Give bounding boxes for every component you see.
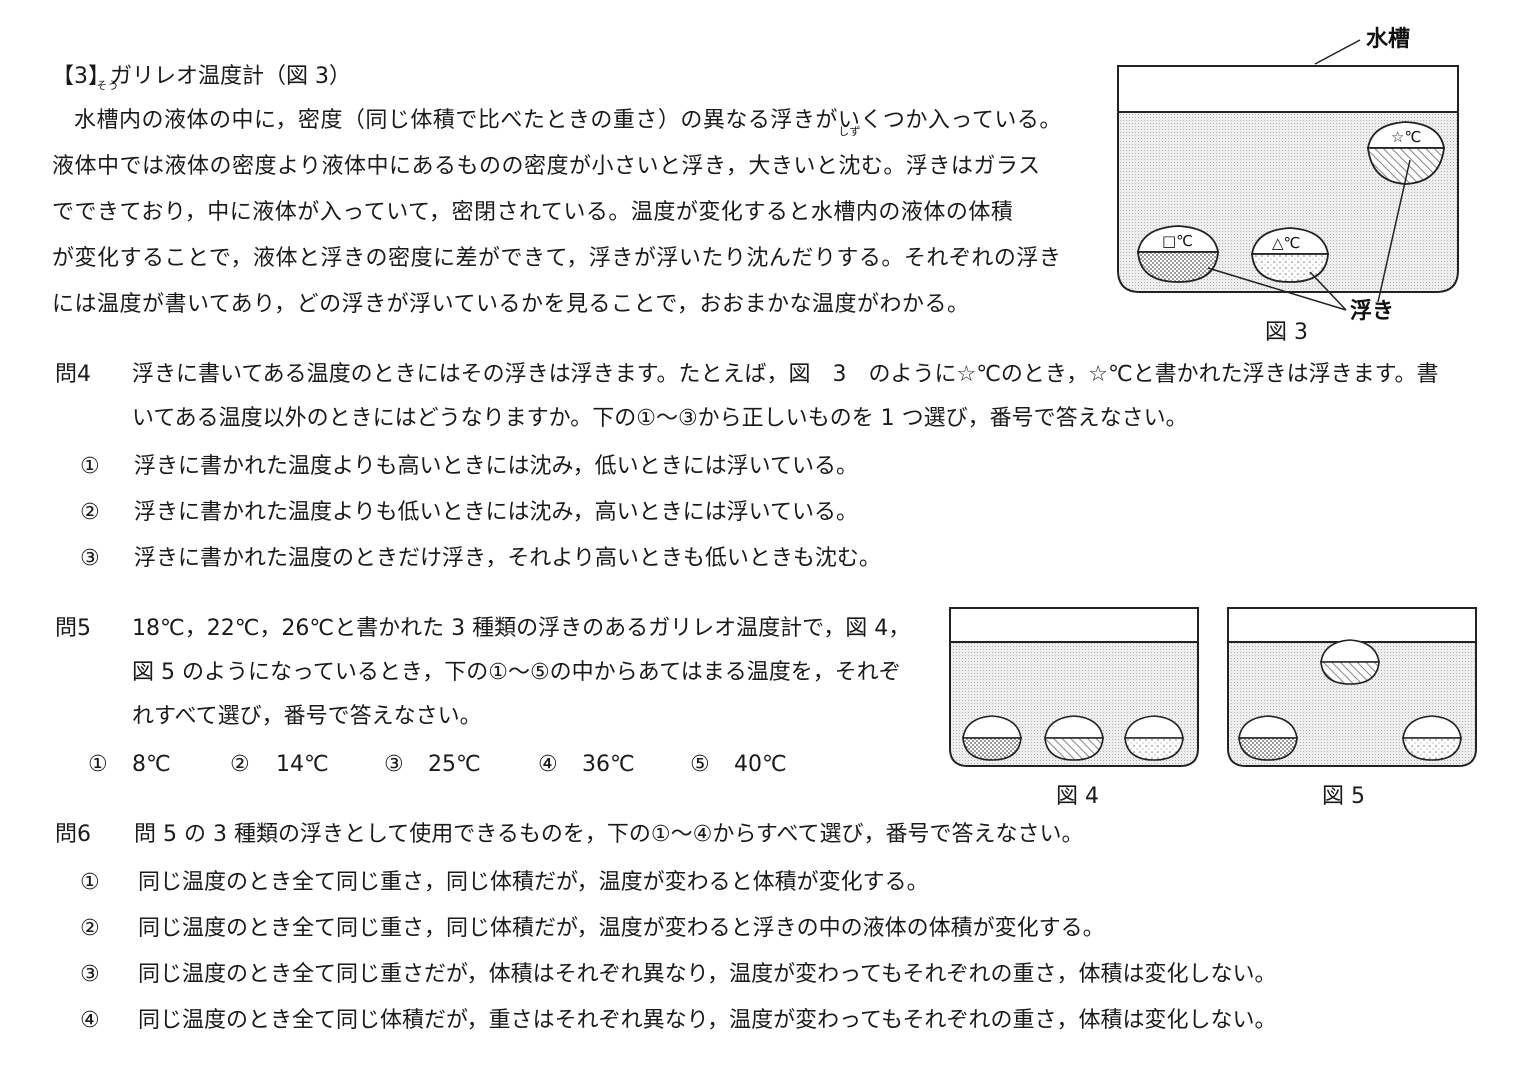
figure-5-label: 図 5 bbox=[1322, 784, 1365, 809]
intro-line-2: 液体中では液体の密度より液体中にあるものの密度が小さいと浮き，大きいとしず沈む。… bbox=[52, 125, 1112, 190]
intro-line-1: 水そう槽内の液体の中に，密度（同じ体積で比べたときの重さ）の異なる浮きがいくつか… bbox=[52, 79, 1112, 144]
q4-line-1: 浮きに書いてある温度のときにはその浮きは浮きます。たとえば，図 3 のように☆℃… bbox=[132, 362, 1439, 387]
q5-line-3: れすべて選び，番号で答えなさい。 bbox=[132, 704, 482, 729]
q4-option-3-text: 浮きに書かれた温度のときだけ浮き，それより高いときも低いときも沈む。 bbox=[134, 546, 881, 571]
intro-paragraph: 水そう槽内の液体の中に，密度（同じ体積で比べたときの重さ）の異なる浮きがいくつか… bbox=[52, 79, 1112, 328]
q4-label: 問4 bbox=[55, 362, 91, 387]
float-star-label: ☆℃ bbox=[1391, 128, 1421, 146]
float-square: □℃ bbox=[1136, 225, 1220, 283]
q6-option-2-text: 同じ温度のとき全て同じ重さ，同じ体積だが，温度が変わると浮きの中の液体の体積が変… bbox=[138, 916, 1105, 941]
float-label: 浮き bbox=[1350, 298, 1394, 324]
intro-line-5: には温度が書いてあり，どの浮きが浮いているかを見ることで，おおまかな温度がわかる… bbox=[52, 292, 970, 317]
float-star: ☆℃ bbox=[1366, 121, 1446, 185]
intro-line-3: でできており，中に液体が入っていて，密閉されている。温度が変化すると水槽内の液体… bbox=[52, 200, 1014, 225]
ruby-shizu: しず沈 bbox=[838, 125, 862, 180]
q5-option-5-num: ⑤ bbox=[690, 752, 710, 777]
q5-option-3-text: 25℃ bbox=[428, 752, 481, 777]
q5-label: 問5 bbox=[55, 616, 91, 641]
q4-line-2: いてある温度以外のときにはどうなりますか。下の①～③から正しいものを 1 つ選び… bbox=[132, 406, 1188, 431]
q4-option-2-text: 浮きに書かれた温度よりも低いときには沈み，高いときには浮いている。 bbox=[134, 500, 859, 525]
ruby-sou: そう槽 bbox=[96, 79, 120, 134]
q5-line-1: 18℃，22℃，26℃と書かれた 3 種類の浮きのあるガリレオ温度計で，図 4， bbox=[132, 616, 911, 641]
float-square-label: □℃ bbox=[1162, 232, 1193, 250]
q5-line-2: 図 5 のようになっているとき，下の①～⑤の中からあてはまる温度を，それぞ bbox=[132, 660, 901, 685]
float-leader-1 bbox=[1207, 267, 1347, 311]
q5-option-4-text: 36℃ bbox=[582, 752, 635, 777]
q5-option-3-num: ③ bbox=[384, 752, 404, 777]
tank-leader-line bbox=[1314, 39, 1361, 65]
q6-line: 問 5 の 3 種類の浮きとして使用できるものを，下の①～④からすべて選び，番号… bbox=[134, 822, 1084, 847]
q6-option-2-num: ② bbox=[80, 916, 100, 941]
figure-4-label: 図 4 bbox=[1056, 784, 1099, 809]
fig4-float-3 bbox=[1124, 715, 1184, 761]
q6-label: 問6 bbox=[55, 822, 91, 847]
float-triangle: △℃ bbox=[1250, 227, 1330, 283]
fig4-float-2 bbox=[1044, 715, 1104, 761]
figure-4-diagram bbox=[949, 607, 1199, 767]
q5-option-5-text: 40℃ bbox=[734, 752, 787, 777]
q4-option-1-text: 浮きに書かれた温度よりも高いときには沈み，低いときには浮いている。 bbox=[134, 454, 859, 479]
q4-option-2-num: ② bbox=[80, 500, 100, 525]
q6-option-3-text: 同じ温度のとき全て同じ重さだが，体積はそれぞれ異なり，温度が変わってもそれぞれの… bbox=[138, 962, 1277, 987]
figure-3-diagram: 水槽 ☆℃ □℃ △℃ 浮き bbox=[1117, 27, 1459, 324]
float-leader-2 bbox=[1309, 271, 1347, 311]
fig5-float-3 bbox=[1402, 715, 1462, 761]
q5-option-1-text: 8℃ bbox=[132, 752, 171, 777]
q5-option-2-text: 14℃ bbox=[276, 752, 329, 777]
float-triangle-label: △℃ bbox=[1272, 234, 1300, 252]
figure-5-diagram bbox=[1227, 607, 1477, 767]
fig5-float-1 bbox=[1238, 715, 1298, 761]
float-leader-3 bbox=[1377, 159, 1411, 303]
q6-option-4-text: 同じ温度のとき全て同じ体積だが，重さはそれぞれ異なり，温度が変わってもそれぞれの… bbox=[138, 1008, 1277, 1033]
q5-option-2-num: ② bbox=[230, 752, 250, 777]
figure-3-label: 図 3 bbox=[1265, 320, 1308, 345]
q6-option-4-num: ④ bbox=[80, 1008, 100, 1033]
section-heading: 【3】ガリレオ温度計（図 3） bbox=[52, 64, 351, 89]
q5-option-1-num: ① bbox=[88, 752, 108, 777]
q5-option-4-num: ④ bbox=[538, 752, 558, 777]
fig4-float-1 bbox=[962, 715, 1022, 761]
q4-option-3-num: ③ bbox=[80, 546, 100, 571]
q6-option-1-text: 同じ温度のとき全て同じ重さ，同じ体積だが，温度が変わると体積が変化する。 bbox=[138, 870, 929, 895]
fig5-float-top bbox=[1320, 639, 1380, 685]
q4-option-1-num: ① bbox=[80, 454, 100, 479]
q6-option-1-num: ① bbox=[80, 870, 100, 895]
tank-label: 水槽 bbox=[1366, 27, 1410, 52]
intro-line-4: が変化することで，液体と浮きの密度に差ができて，浮きが浮いたり沈んだりする。それ… bbox=[52, 246, 1062, 271]
q6-option-3-num: ③ bbox=[80, 962, 100, 987]
